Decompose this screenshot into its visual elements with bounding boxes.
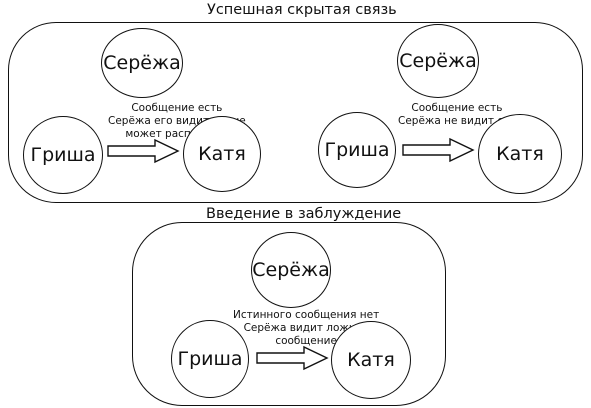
receiver-node: Катя	[331, 321, 411, 399]
note-line: Серёжа видит ложное	[243, 322, 369, 334]
note-line: сообщение	[275, 335, 337, 347]
receiver-node: Катя	[478, 114, 562, 194]
receiver-node: Катя	[183, 116, 261, 192]
sender-node: Гриша	[318, 112, 396, 188]
sender-node: Гриша	[23, 116, 103, 194]
scenario-note: Сообщение есть Серёжа не видит его	[398, 102, 516, 128]
observer-node: Серёжа	[101, 28, 183, 98]
section-title-successful: Успешная скрытая связь	[207, 2, 397, 18]
note-line: Сообщение есть	[131, 102, 223, 114]
note-line: Сообщение есть	[411, 102, 503, 114]
misdirection-panel	[132, 222, 446, 406]
observer-node: Серёжа	[251, 232, 331, 308]
observer-node: Серёжа	[397, 24, 479, 98]
scenario-note: Истинного сообщения нет Серёжа видит лож…	[233, 309, 379, 348]
note-line: Серёжа не видит его	[398, 115, 516, 127]
sender-node: Гриша	[171, 320, 249, 398]
message-arrow	[256, 345, 329, 371]
note-line: Истинного сообщения нет	[233, 309, 380, 321]
message-arrow	[107, 138, 180, 164]
section-title-misdirection: Введение в заблуждение	[206, 206, 402, 222]
message-arrow	[402, 137, 475, 163]
successful-communication-panel	[8, 22, 583, 203]
